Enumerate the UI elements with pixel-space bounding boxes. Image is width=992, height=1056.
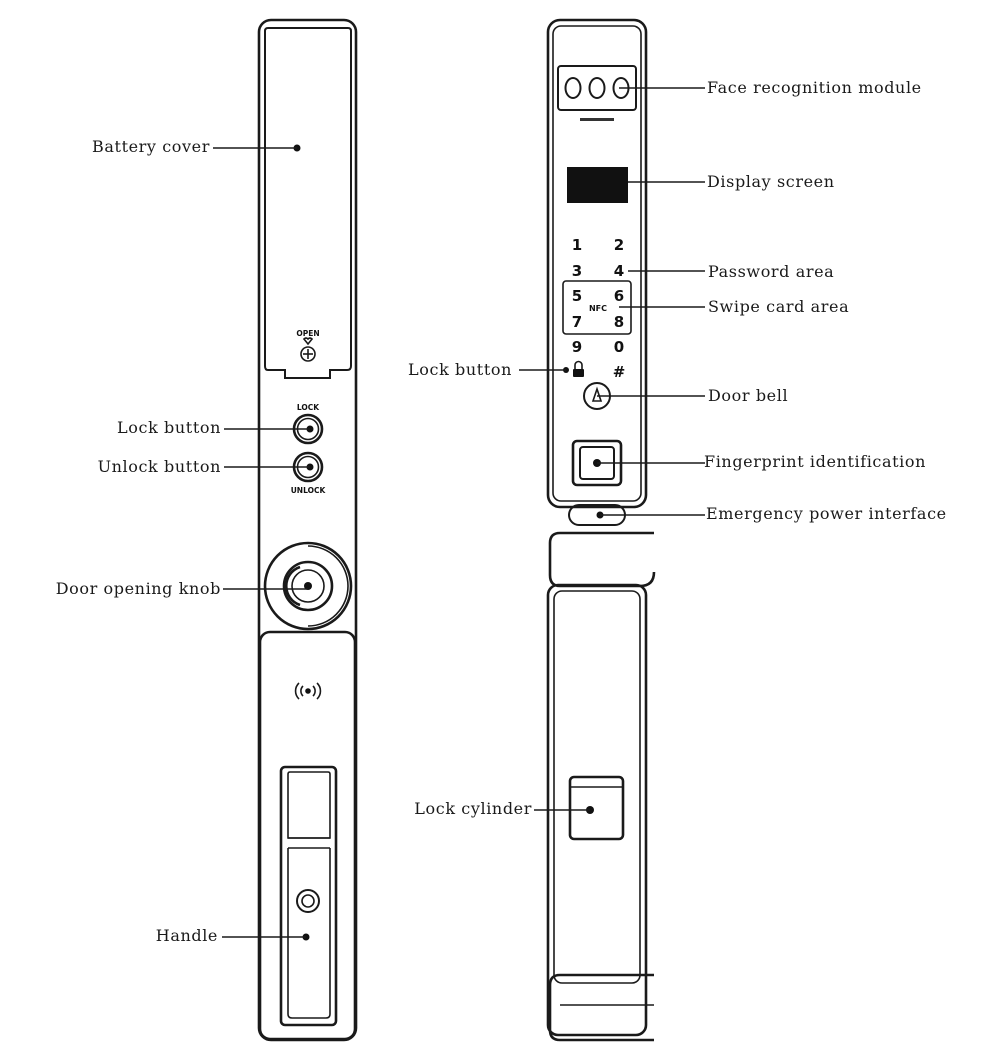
bell-icon — [591, 386, 603, 402]
rear-view: OPEN LOCK UNLOCK — [56, 18, 358, 1042]
key-6[interactable]: 6 — [614, 287, 624, 305]
label-door-bell: Door bell — [708, 386, 788, 405]
label-unlock-button: Unlock button — [98, 457, 221, 476]
padlock-icon[interactable] — [573, 360, 584, 377]
lower-side-handle — [548, 973, 654, 1042]
front-lower-panel — [553, 590, 641, 984]
label-display-screen: Display screen — [707, 172, 835, 191]
label-front-lock-button: Lock button — [408, 360, 512, 379]
key-4[interactable]: 4 — [614, 262, 624, 280]
label-lock-button: Lock button — [117, 418, 221, 437]
front-upper-body — [546, 18, 648, 509]
unlock-marking: UNLOCK — [291, 486, 327, 495]
key-0[interactable]: 0 — [614, 338, 624, 356]
password-keypad[interactable]: 1 2 3 4 5 6 7 8 9 0 # — [572, 236, 626, 381]
key-1[interactable]: 1 — [572, 236, 582, 254]
label-swipe-card-area: Swipe card area — [708, 297, 849, 316]
heart-arrow-icon — [302, 337, 314, 346]
handle[interactable] — [279, 765, 338, 1027]
label-battery-cover: Battery cover — [92, 137, 210, 156]
front-view: 1 2 3 4 5 6 7 8 9 0 # NFC — [408, 18, 947, 1042]
key-5[interactable]: 5 — [572, 287, 582, 305]
display-screen — [567, 167, 628, 203]
key-7[interactable]: 7 — [572, 313, 582, 331]
key-2[interactable]: 2 — [614, 236, 624, 254]
label-emergency-power-interface: Emergency power interface — [706, 504, 947, 523]
label-face-recognition-module: Face recognition module — [707, 78, 922, 97]
nfc-marking: NFC — [589, 304, 607, 313]
label-door-opening-knob: Door opening knob — [56, 579, 221, 598]
nfc-wave-icon — [294, 682, 322, 700]
key-8[interactable]: 8 — [614, 313, 624, 331]
battery-cover[interactable] — [264, 27, 352, 379]
label-handle: Handle — [156, 926, 218, 945]
key-hash[interactable]: # — [613, 363, 626, 381]
label-fingerprint-identification: Fingerprint identification — [704, 452, 926, 471]
open-marking: OPEN — [296, 329, 319, 338]
lock-cylinder[interactable] — [568, 775, 625, 841]
face-recognition-module — [557, 65, 637, 121]
knob-pointer — [304, 582, 312, 590]
label-password-area: Password area — [708, 262, 834, 281]
lower-housing — [258, 630, 357, 1041]
key-9[interactable]: 9 — [572, 338, 582, 356]
key-3[interactable]: 3 — [572, 262, 582, 280]
label-lock-cylinder: Lock cylinder — [414, 799, 532, 818]
lock-marking: LOCK — [297, 403, 320, 412]
screw-icon — [300, 346, 316, 362]
front-upper-panel — [552, 25, 642, 502]
rear-body-outline — [257, 18, 358, 1042]
upper-side-handle — [548, 531, 656, 588]
door-opening-knob[interactable] — [263, 541, 353, 631]
handle-keyhole-icon — [296, 889, 320, 913]
